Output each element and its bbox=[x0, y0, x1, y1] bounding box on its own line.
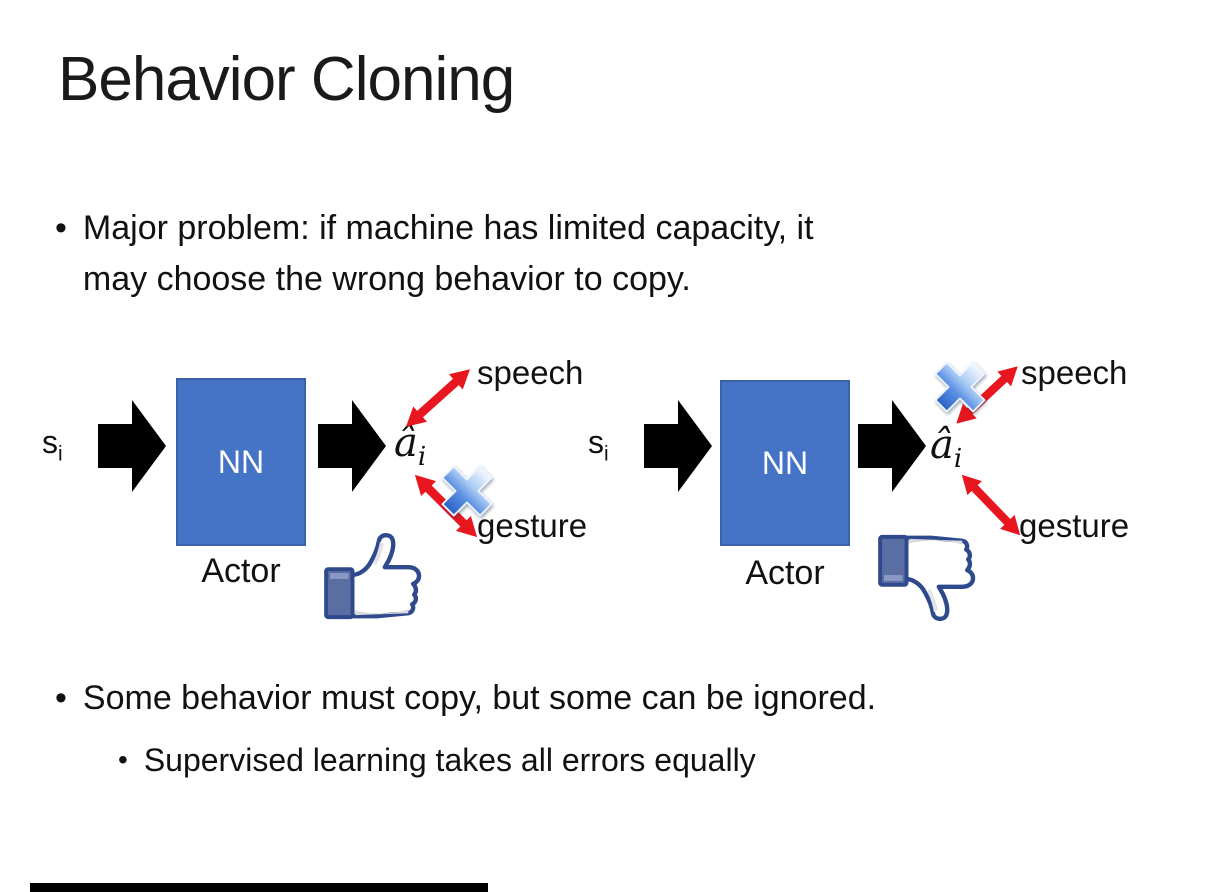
bullet-some-behavior: • Some behavior must copy, but some can … bbox=[55, 673, 876, 724]
bottom-bar bbox=[30, 883, 488, 892]
bullet-major-problem-line2: may choose the wrong behavior to copy. bbox=[82, 260, 691, 298]
right-nn-box: NN bbox=[720, 380, 850, 546]
bullet-major-problem-line1: Major problem: if machine has limited ca… bbox=[82, 209, 814, 247]
right-input-label: si bbox=[588, 424, 609, 466]
bullet-supervised-learning: • Supervised learning takes all errors e… bbox=[118, 737, 756, 783]
thumbs-up-icon bbox=[322, 532, 430, 622]
bullet-some-behavior-text: Some behavior must copy, but some can be… bbox=[82, 679, 877, 717]
bullet-dot: • bbox=[55, 209, 67, 247]
block-arrow-icon bbox=[644, 398, 714, 494]
left-nn-box-label: NN bbox=[217, 443, 265, 480]
left-input-label: si bbox=[42, 424, 63, 466]
thumbs-down-icon bbox=[876, 532, 984, 622]
left-nn-box: NN bbox=[176, 378, 306, 546]
left-branch-gesture-label: gesture bbox=[477, 507, 588, 544]
bullet-dot: • bbox=[118, 744, 128, 775]
block-arrow-icon bbox=[98, 398, 168, 494]
bullet-major-problem: • Major problem: if machine has limited … bbox=[55, 203, 814, 305]
double-arrow-icon bbox=[397, 360, 478, 437]
right-output-label: âi bbox=[930, 422, 963, 474]
bullet-dot: • bbox=[55, 679, 67, 717]
left-actor-label: Actor bbox=[201, 552, 281, 590]
bullet-supervised-learning-text: Supervised learning takes all errors equ… bbox=[143, 742, 756, 778]
block-arrow-icon bbox=[858, 398, 928, 494]
right-nn-box-label: NN bbox=[761, 444, 809, 481]
left-output-label: âi bbox=[394, 420, 427, 472]
right-branch-speech-label: speech bbox=[1021, 354, 1128, 391]
right-actor-label: Actor bbox=[745, 554, 825, 592]
block-arrow-icon bbox=[318, 398, 388, 494]
left-branch-speech-label: speech bbox=[477, 354, 584, 391]
right-branch-gesture-label: gesture bbox=[1019, 507, 1130, 544]
cross-icon bbox=[929, 356, 991, 418]
slide-title: Behavior Cloning bbox=[58, 45, 515, 114]
